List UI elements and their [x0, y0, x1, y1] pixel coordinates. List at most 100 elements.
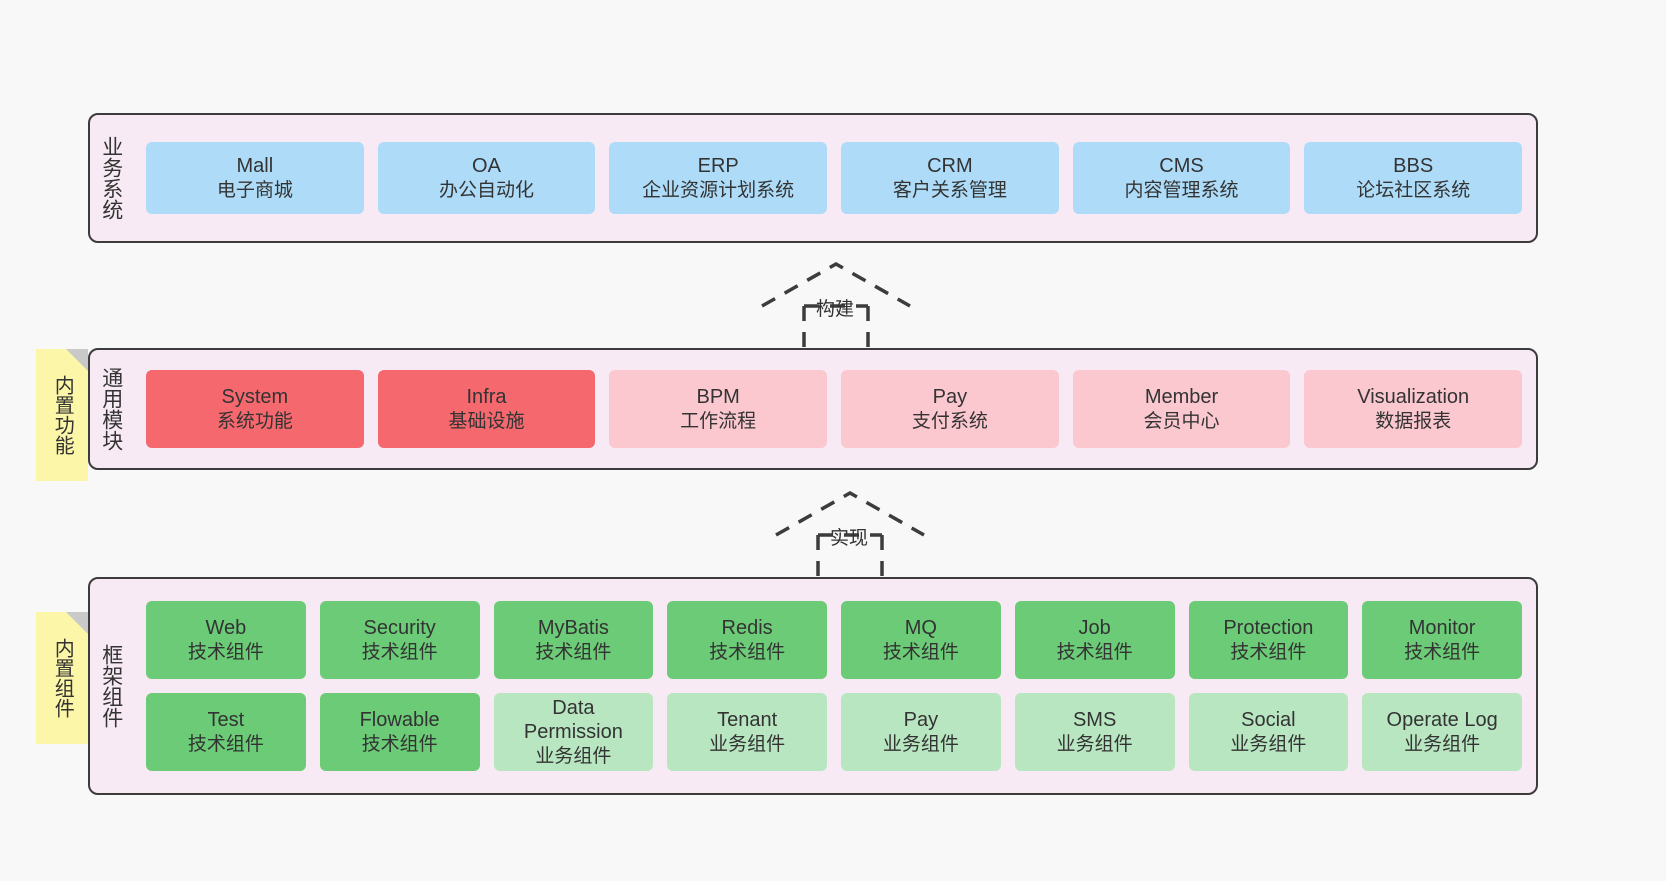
module-card-subtitle: 办公自动化 [439, 179, 535, 201]
layer-title-business-system: 业务系统 [99, 136, 123, 220]
module-card-member[interactable]: Member 会员中心 [1072, 370, 1291, 448]
module-card-subtitle: 技术组件 [187, 733, 264, 755]
module-card-data-permission[interactable]: Data Permission 业务组件 [493, 693, 654, 771]
module-card-name: CMS [1159, 155, 1204, 178]
module-card-infra[interactable]: Infra 基础设施 [377, 370, 596, 448]
module-card-pay[interactable]: Pay 支付系统 [841, 370, 1059, 448]
layer-body-common-module: System 系统功能 Infra 基础设施 BPM 工作流程 Pay 支付系统… [132, 350, 1536, 468]
module-card-name: Operate Log [1386, 709, 1498, 732]
module-card-flowable[interactable]: Flowable 技术组件 [319, 693, 480, 771]
module-card-cms[interactable]: CMS 内容管理系统 [1072, 142, 1291, 214]
module-card-name: Data Permission [523, 697, 623, 744]
layer-framework-component: 框架组件 Web 技术组件 Security 技术组件 MyBatis 技术组件… [88, 577, 1538, 795]
module-card-oa[interactable]: OA 办公自动化 [377, 142, 596, 214]
module-card-sms[interactable]: SMS 业务组件 [1014, 693, 1175, 771]
module-card-crm[interactable]: CRM 客户关系管理 [841, 142, 1059, 214]
layer-row-technical: Web 技术组件 Security 技术组件 MyBatis 技术组件 Redi… [146, 601, 1522, 679]
module-card-subtitle: 论坛社区系统 [1356, 179, 1471, 201]
module-card-mall[interactable]: Mall 电子商城 [146, 142, 364, 214]
module-card-subtitle: 会员中心 [1143, 410, 1220, 432]
module-card-name: Pay [903, 709, 939, 732]
layer-row-business: Test 技术组件 Flowable 技术组件 Data Permission … [146, 693, 1522, 771]
module-card-tenant[interactable]: Tenant 业务组件 [667, 693, 827, 771]
module-card-name: BPM [696, 386, 740, 409]
module-card-subtitle: 业务组件 [1056, 733, 1133, 755]
module-card-name: Infra [466, 386, 507, 409]
sticky-note-text: 内置组件 [51, 638, 74, 718]
module-card-name: Job [1078, 617, 1111, 640]
module-card-subtitle: 技术组件 [361, 733, 438, 755]
module-card-subtitle: 支付系统 [911, 410, 988, 432]
connector-build-label: 构建 [816, 299, 855, 320]
module-card-system[interactable]: System 系统功能 [146, 370, 364, 448]
layer-business-system: 业务系统 Mall 电子商城 OA 办公自动化 ERP 企业资源计划系统 CRM… [88, 113, 1538, 243]
module-card-name: MyBatis [537, 617, 609, 640]
module-card-operate-log[interactable]: Operate Log 业务组件 [1362, 693, 1522, 771]
module-card-erp[interactable]: ERP 企业资源计划系统 [609, 142, 828, 214]
module-card-security[interactable]: Security 技术组件 [319, 601, 480, 679]
module-card-subtitle: 技术组件 [709, 641, 786, 663]
module-card-subtitle: 技术组件 [187, 641, 264, 663]
module-card-subtitle: 工作流程 [680, 410, 757, 432]
layer-common-module: 通用模块 System 系统功能 Infra 基础设施 BPM 工作流程 Pay… [88, 348, 1538, 470]
module-card-subtitle: 数据报表 [1375, 410, 1452, 432]
module-card-name: Monitor [1408, 617, 1476, 640]
module-card-name: Web [205, 617, 247, 640]
module-card-visualization[interactable]: Visualization 数据报表 [1304, 370, 1523, 448]
module-card-name: Test [207, 709, 245, 732]
module-card-redis[interactable]: Redis 技术组件 [667, 601, 827, 679]
layer-body-business-system: Mall 电子商城 OA 办公自动化 ERP 企业资源计划系统 CRM 客户关系… [132, 115, 1536, 241]
module-card-bpm[interactable]: BPM 工作流程 [609, 370, 828, 448]
module-card-mq[interactable]: MQ 技术组件 [841, 601, 1001, 679]
connector-build-arrow [761, 261, 911, 350]
module-card-subtitle: 技术组件 [882, 641, 959, 663]
module-card-subtitle: 业务组件 [1230, 733, 1307, 755]
layer-row: Mall 电子商城 OA 办公自动化 ERP 企业资源计划系统 CRM 客户关系… [146, 142, 1523, 214]
module-card-name: Mall [236, 155, 274, 178]
module-card-name: Visualization [1357, 386, 1470, 409]
module-card-name: Tenant [717, 709, 778, 732]
module-card-subtitle: 技术组件 [1230, 641, 1307, 663]
module-card-subtitle: 技术组件 [535, 641, 612, 663]
module-card-subtitle: 电子商城 [216, 179, 293, 201]
module-card-name: ERP [697, 155, 739, 178]
module-card-test[interactable]: Test 技术组件 [146, 693, 306, 771]
module-card-subtitle: 业务组件 [1404, 733, 1481, 755]
module-card-subtitle: 企业资源计划系统 [642, 179, 795, 201]
module-card-monitor[interactable]: Monitor 技术组件 [1362, 601, 1522, 679]
module-card-name: BBS [1393, 155, 1434, 178]
module-card-name: OA [472, 155, 501, 178]
module-card-subtitle: 业务组件 [882, 733, 959, 755]
module-card-name: Pay [932, 386, 968, 409]
module-card-protection[interactable]: Protection 技术组件 [1188, 601, 1349, 679]
connector-implement-arrow [775, 490, 925, 579]
module-card-name: Social [1241, 709, 1296, 732]
module-card-subtitle: 基础设施 [448, 410, 525, 432]
module-card-web[interactable]: Web 技术组件 [146, 601, 306, 679]
module-card-subtitle: 业务组件 [535, 745, 612, 767]
module-card-name: Redis [721, 617, 773, 640]
connector-implement-label: 实现 [830, 528, 869, 549]
module-card-name: CRM [927, 155, 973, 178]
sticky-note-builtin-function: 内置功能 [36, 349, 88, 481]
layer-body-framework-component: Web 技术组件 Security 技术组件 MyBatis 技术组件 Redi… [132, 579, 1536, 793]
module-card-pay-business[interactable]: Pay 业务组件 [841, 693, 1001, 771]
sticky-note-builtin-component: 内置组件 [36, 612, 88, 744]
module-card-subtitle: 技术组件 [1056, 641, 1133, 663]
module-card-social[interactable]: Social 业务组件 [1188, 693, 1349, 771]
module-card-bbs[interactable]: BBS 论坛社区系统 [1304, 142, 1523, 214]
module-card-subtitle: 技术组件 [361, 641, 438, 663]
layer-row: System 系统功能 Infra 基础设施 BPM 工作流程 Pay 支付系统… [146, 370, 1523, 448]
layer-title-framework-component: 框架组件 [99, 644, 123, 728]
module-card-name: Security [363, 617, 436, 640]
module-card-name: Member [1144, 386, 1219, 409]
module-card-subtitle: 技术组件 [1404, 641, 1481, 663]
module-card-subtitle: 客户关系管理 [892, 179, 1007, 201]
module-card-name: Flowable [359, 709, 440, 732]
module-card-mybatis[interactable]: MyBatis 技术组件 [493, 601, 654, 679]
module-card-job[interactable]: Job 技术组件 [1014, 601, 1175, 679]
module-card-name: MQ [904, 617, 937, 640]
module-card-name: System [221, 386, 289, 409]
module-card-name: SMS [1072, 709, 1117, 732]
